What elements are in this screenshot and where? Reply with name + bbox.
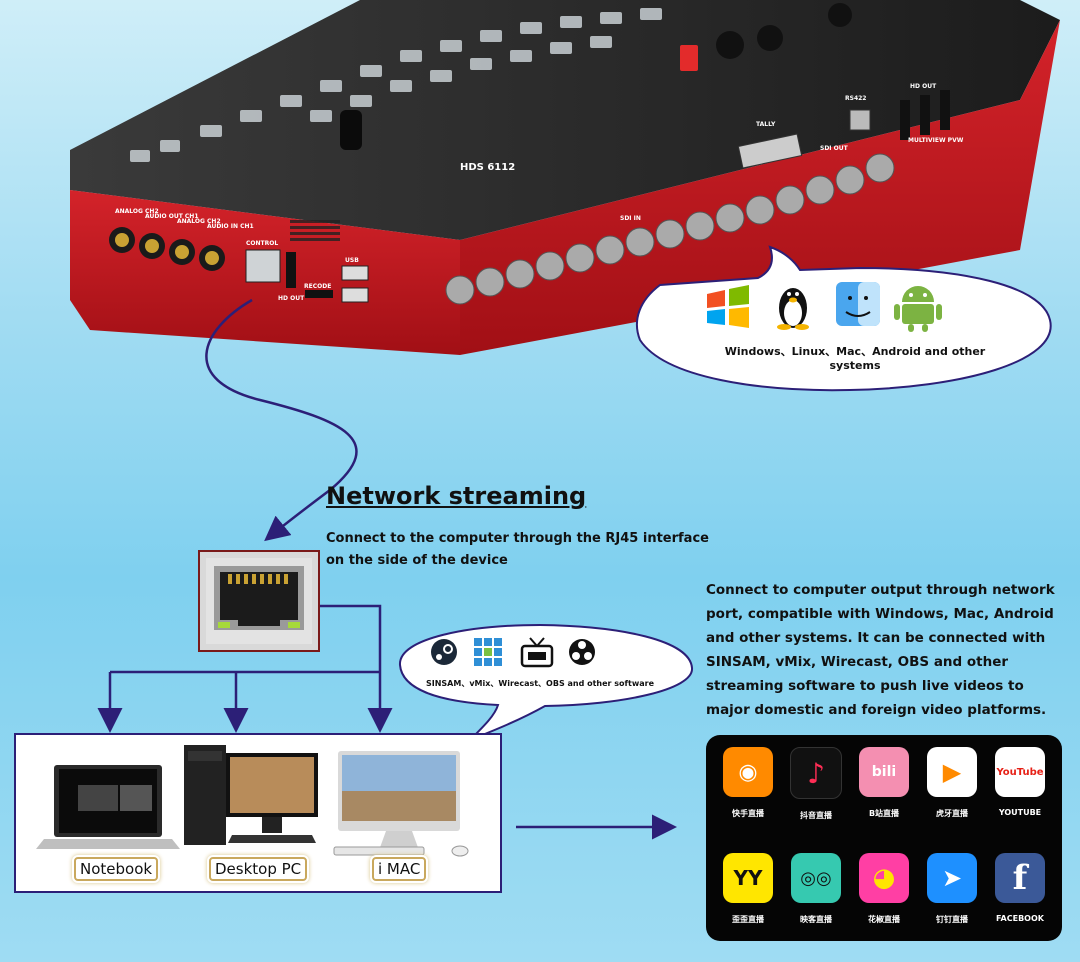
android-icon bbox=[894, 286, 942, 332]
computers-panel: Notebook Desktop PC i MAC bbox=[14, 733, 502, 893]
label-rs422: RS422 bbox=[845, 95, 866, 102]
imac-label: i MAC bbox=[372, 857, 427, 881]
os-icons-row bbox=[707, 282, 942, 332]
platform-label: 映客直播 bbox=[800, 915, 832, 924]
platform-facebook: f FACEBOOK bbox=[990, 853, 1050, 923]
label-control: CONTROL bbox=[246, 240, 278, 247]
label-recode: RECODE bbox=[304, 283, 331, 290]
page-title: Network streaming bbox=[326, 482, 587, 510]
platform-huajiao: ◕ 花椒直播 bbox=[854, 853, 914, 925]
desktop-pc-image bbox=[184, 745, 318, 845]
platform-huya: ▶ 虎牙直播 bbox=[922, 747, 982, 819]
huajiao-icon: ◕ bbox=[859, 853, 909, 903]
label-audio-in-ch1: AUDIO IN CH1 bbox=[207, 223, 254, 230]
os-caption: Windows、Linux、Mac、Android and other syst… bbox=[724, 345, 986, 372]
label-model: HDS 6112 bbox=[460, 162, 515, 173]
label-multiview-pvw: MULTIVIEW PVW bbox=[908, 137, 964, 144]
platform-bilibili: bili B站直播 bbox=[854, 747, 914, 819]
label-tally: TALLY bbox=[756, 121, 776, 128]
platform-youtube: YouTube YOUTUBE bbox=[990, 747, 1050, 817]
steam-icon bbox=[431, 639, 457, 665]
dingtalk-icon: ➤ bbox=[927, 853, 977, 903]
platform-label: FACEBOOK bbox=[996, 914, 1044, 923]
bilibili-icon: bili bbox=[859, 747, 909, 797]
platform-dingtalk: ➤ 钉钉直播 bbox=[922, 853, 982, 925]
software-caption: SINSAM、vMix、Wirecast、OBS and other softw… bbox=[425, 679, 655, 688]
douyin-icon: ♪ bbox=[790, 747, 842, 799]
label-audio-out-ch1: AUDIO OUT CH1 bbox=[145, 213, 199, 220]
notebook-label: Notebook bbox=[74, 857, 159, 881]
platform-label: 快手直播 bbox=[732, 809, 764, 818]
imac-image bbox=[333, 751, 469, 857]
label-analog-ch2b: ANALOG CH2 bbox=[177, 218, 221, 225]
label-hd-out: HD OUT bbox=[278, 295, 305, 302]
wirecast-icon bbox=[520, 637, 554, 668]
page-subtitle: Connect to the computer through the RJ45… bbox=[326, 531, 709, 568]
platform-label: 抖音直播 bbox=[800, 811, 832, 820]
obs-icon bbox=[569, 639, 595, 665]
platform-label: 虎牙直播 bbox=[936, 809, 968, 818]
platform-douyin: ♪ 抖音直播 bbox=[786, 747, 846, 821]
platform-kuaishou: ◉ 快手直播 bbox=[718, 747, 778, 819]
platform-yy: YY 歪歪直播 bbox=[718, 853, 778, 925]
notebook-image bbox=[36, 765, 180, 849]
vmix-icon bbox=[474, 638, 502, 666]
software-icons-row bbox=[431, 637, 595, 668]
rj45-port-image bbox=[198, 550, 320, 652]
mac-icon bbox=[836, 282, 880, 326]
linux-icon bbox=[777, 288, 809, 330]
inke-icon: ◎◎ bbox=[791, 853, 841, 903]
platforms-panel: ◉ 快手直播 ♪ 抖音直播 bili B站直播 ▶ 虎牙直播 YouTube Y… bbox=[706, 735, 1062, 941]
facebook-icon: f bbox=[995, 853, 1045, 903]
platform-inke: ◎◎ 映客直播 bbox=[786, 853, 846, 925]
platform-label: YOUTUBE bbox=[998, 808, 1042, 817]
label-hd-out-top: HD OUT bbox=[910, 83, 937, 90]
video-switcher-device: ANALOG CH2 AUDIO OUT CH1 ANALOG CH2 AUDI… bbox=[70, 0, 1060, 355]
youtube-icon: YouTube bbox=[995, 747, 1045, 797]
windows-icon bbox=[707, 285, 749, 328]
software-speech-bubble bbox=[398, 623, 694, 741]
label-sdi-in: SDI IN bbox=[620, 215, 641, 222]
platform-label: 钉钉直播 bbox=[936, 915, 968, 924]
platform-label: B站直播 bbox=[868, 809, 900, 818]
yy-icon: YY bbox=[723, 853, 773, 903]
desktop-pc-label: Desktop PC bbox=[209, 857, 308, 881]
platform-label: 花椒直播 bbox=[868, 915, 900, 924]
label-analog-ch2: ANALOG CH2 bbox=[115, 208, 159, 215]
label-usb: USB bbox=[345, 257, 359, 264]
platform-label: 歪歪直播 bbox=[732, 915, 764, 924]
huya-icon: ▶ bbox=[927, 747, 977, 797]
label-sdi-out: SDI OUT bbox=[820, 145, 849, 152]
kuaishou-icon: ◉ bbox=[723, 747, 773, 797]
description-text: Connect to computer output through netwo… bbox=[706, 582, 1055, 718]
